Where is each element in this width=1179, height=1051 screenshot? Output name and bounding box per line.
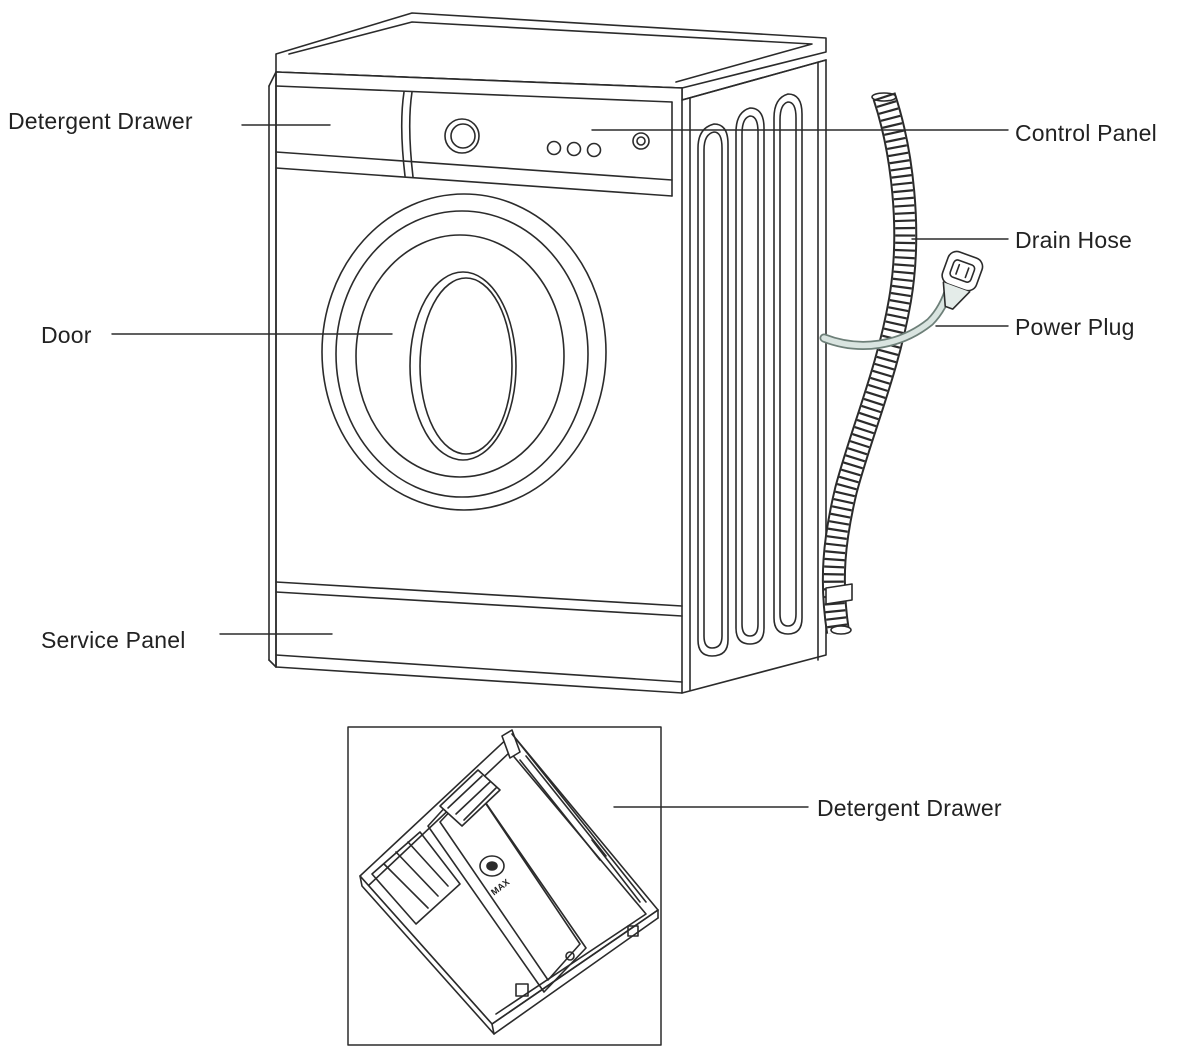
- door: [322, 194, 606, 510]
- label-detergent-drawer: Detergent Drawer: [8, 108, 193, 134]
- power-cord: [824, 249, 985, 346]
- control-strip: [276, 86, 672, 196]
- detergent-drawer-illustration: [360, 730, 658, 1034]
- power-button-icon: [633, 133, 649, 149]
- cabinet-side: [682, 60, 826, 693]
- button-icon: [548, 142, 561, 155]
- cabinet-front: [269, 72, 682, 693]
- label-door: Door: [41, 322, 92, 348]
- service-panel: [276, 582, 682, 682]
- label-detergent-drawer-inset: Detergent Drawer: [817, 795, 1002, 821]
- label-power-plug: Power Plug: [1015, 314, 1135, 340]
- leader-lines: [112, 125, 1008, 807]
- inset-frame: [348, 727, 661, 1045]
- label-control-panel: Control Panel: [1015, 120, 1157, 146]
- program-knob: [445, 119, 479, 153]
- label-drain-hose: Drain Hose: [1015, 227, 1133, 253]
- drain-hose: [826, 93, 905, 634]
- button-icon: [588, 144, 601, 157]
- button-icon: [568, 143, 581, 156]
- label-service-panel: Service Panel: [41, 627, 186, 653]
- power-plug-icon: [932, 249, 985, 314]
